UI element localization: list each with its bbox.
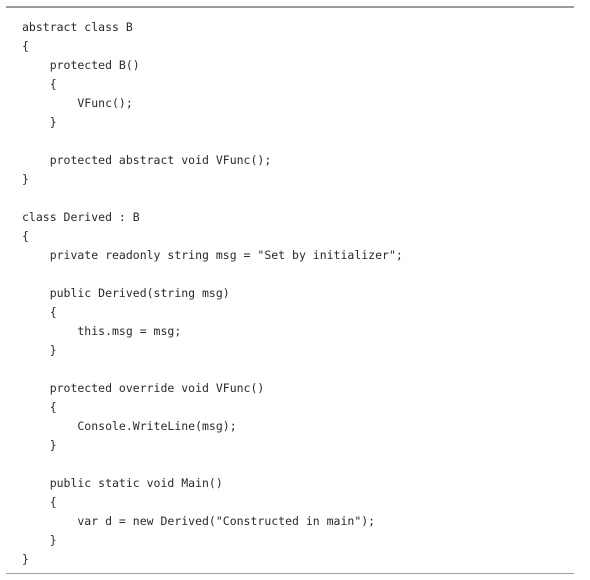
code-line: class Derived : B <box>22 210 140 224</box>
code-line: { <box>22 305 57 319</box>
code-line: VFunc(); <box>22 96 133 110</box>
code-line: } <box>22 552 29 566</box>
code-line <box>22 132 403 151</box>
code-line: { <box>22 39 29 53</box>
code-line: protected override void VFunc() <box>22 381 265 395</box>
code-line: private readonly string msg = "Set by in… <box>22 248 403 262</box>
code-line <box>22 265 403 284</box>
bottom-rule <box>6 573 574 574</box>
top-rule <box>6 6 574 8</box>
code-line: { <box>22 495 57 509</box>
code-line: protected B() <box>22 58 140 72</box>
code-block: abstract class B { protected B() { VFunc… <box>22 18 403 569</box>
code-line <box>22 455 403 474</box>
code-line: protected abstract void VFunc(); <box>22 153 272 167</box>
code-line <box>22 360 403 379</box>
code-line: } <box>22 438 57 452</box>
code-line: public Derived(string msg) <box>22 286 230 300</box>
code-line: var d = new Derived("Constructed in main… <box>22 514 376 528</box>
code-line: public static void Main() <box>22 476 223 490</box>
code-line: { <box>22 229 29 243</box>
code-line: abstract class B <box>22 20 133 34</box>
code-line: } <box>22 533 57 547</box>
code-line: } <box>22 172 29 186</box>
code-line: } <box>22 343 57 357</box>
code-line <box>22 189 403 208</box>
code-line: { <box>22 77 57 91</box>
code-line: Console.WriteLine(msg); <box>22 419 237 433</box>
code-line: this.msg = msg; <box>22 324 182 338</box>
code-line: } <box>22 115 57 129</box>
code-line: { <box>22 400 57 414</box>
